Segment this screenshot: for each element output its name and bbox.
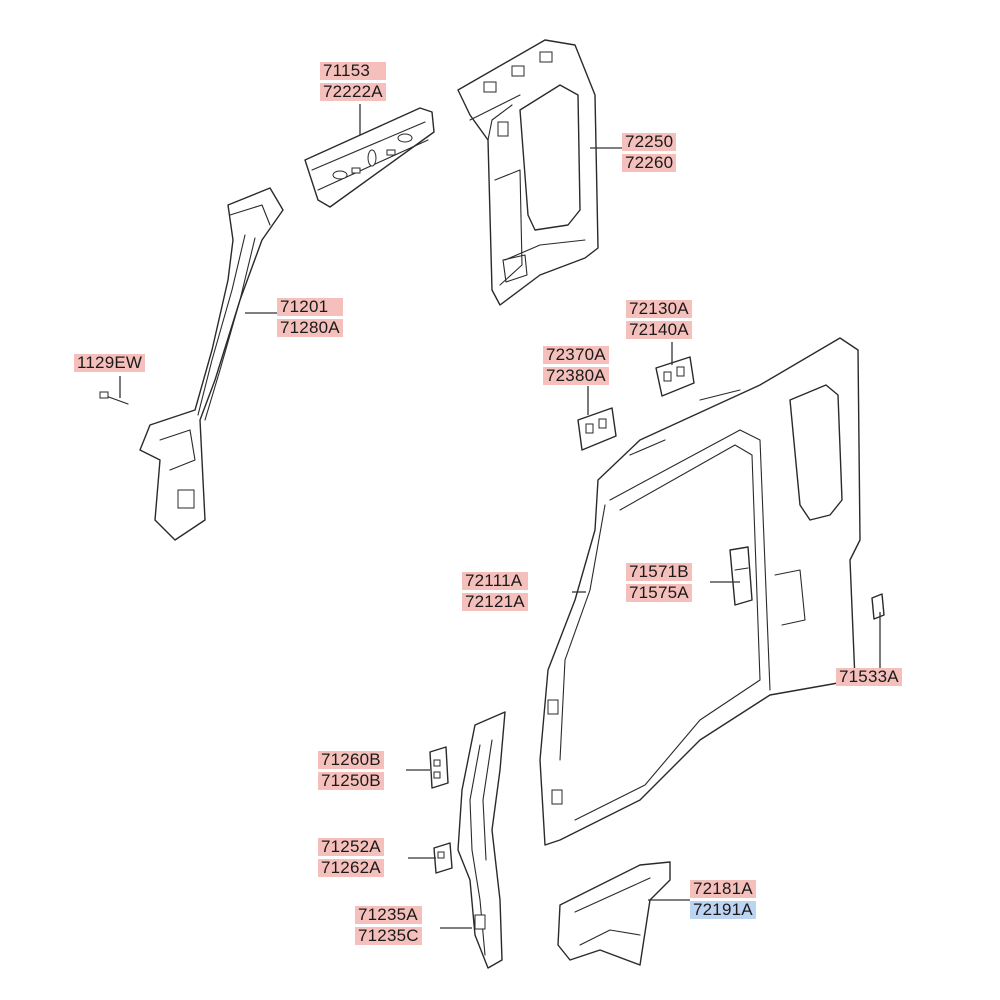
part-number: 72181A (690, 880, 756, 898)
part-number: 71252A (318, 838, 384, 856)
inner-reinforcement-part (729, 546, 753, 606)
part-number: 1129EW (74, 354, 146, 372)
callout-hinge-upper: 71260B 71250B (318, 751, 384, 790)
part-number: 72121A (462, 593, 528, 611)
part-number: 72370A (543, 346, 609, 364)
bolt-part (99, 391, 129, 405)
callout-side-outer: 72111A 72121A (462, 572, 528, 611)
callout-front-pillar: 71201 71280A (277, 298, 343, 337)
small-bracket-part (871, 593, 885, 620)
part-number: 71571B (626, 563, 692, 581)
callout-rear-panel: 72250 72260 (622, 133, 677, 172)
part-number: 72140A (626, 321, 692, 339)
part-number: 72130A (626, 300, 692, 318)
part-number: 72260 (622, 154, 677, 172)
hinge-upper-part (429, 746, 449, 789)
part-number: 72191A (690, 901, 756, 919)
callout-bracket-upper: 72130A 72140A (626, 300, 692, 339)
front-pillar-part (139, 187, 284, 541)
part-number: 72222A (320, 83, 386, 101)
callout-small-bracket: 71533A (836, 668, 902, 686)
part-number: 71280A (277, 319, 343, 337)
part-number: 71235C (355, 927, 422, 945)
part-number: 72380A (543, 367, 609, 385)
rear-panel-part (457, 39, 599, 306)
callout-inner-reinforcement: 71571B 71575A (626, 563, 692, 602)
part-number: 71235A (355, 906, 422, 924)
callout-roof-rail: 71153 72222A (320, 62, 386, 101)
part-number: 71260B (318, 751, 384, 769)
part-number: 71201 (277, 298, 343, 316)
part-number: 71250B (318, 772, 384, 790)
callout-sill-panel: 72181A 72191A (690, 880, 756, 919)
roof-rail-part (304, 107, 435, 208)
part-number: 71533A (836, 668, 902, 686)
sill-panel-part (557, 861, 671, 966)
part-number: 72250 (622, 133, 677, 151)
center-pillar-part (457, 711, 506, 969)
callout-center-pillar: 71235A 71235C (355, 906, 422, 945)
part-number: 71575A (626, 584, 692, 602)
side-outer-part (539, 337, 861, 846)
bracket-lower-part (577, 407, 617, 451)
hinge-lower-part (433, 842, 453, 874)
part-number: 72111A (462, 572, 528, 590)
part-number: 71153 (320, 62, 386, 80)
callout-bracket-lower: 72370A 72380A (543, 346, 609, 385)
callout-bolt: 1129EW (74, 354, 146, 372)
callout-hinge-lower: 71252A 71262A (318, 838, 384, 877)
part-number: 71262A (318, 859, 384, 877)
bracket-upper-part (655, 356, 695, 397)
